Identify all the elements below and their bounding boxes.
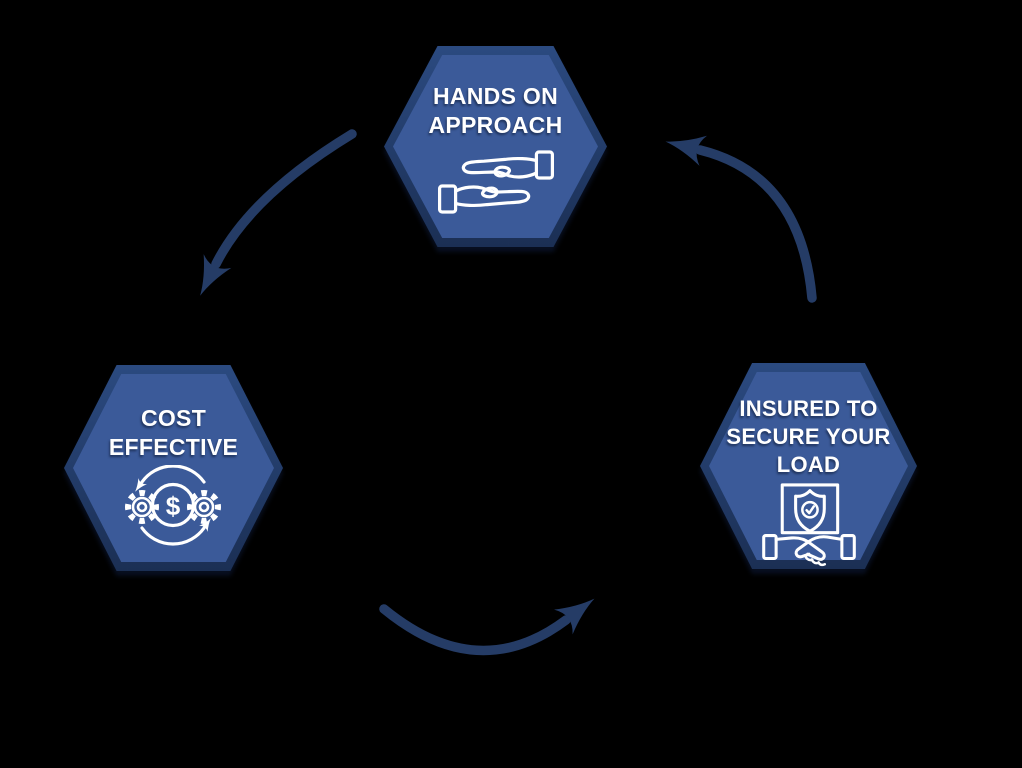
open-hand-bottom	[437, 184, 530, 214]
cycle-arc-top	[134, 465, 206, 492]
hexagon-fill	[73, 374, 274, 562]
arrow-left-to-right	[379, 598, 595, 656]
node-title: INSURED TO SECURE YOUR LOAD	[726, 395, 890, 479]
handshake-shield-icon	[761, 483, 856, 567]
node-title-line: HANDS ON	[432, 83, 559, 109]
node-title-line: LOAD	[776, 452, 841, 477]
hexagon-fill	[393, 55, 598, 238]
node-cost-effective: COST EFFECTIVE $	[64, 365, 283, 571]
hexagon-shape	[700, 363, 917, 569]
shield-check	[793, 489, 826, 533]
node-hands-on-approach: HANDS ON APPROACH	[384, 46, 607, 247]
node-insured-to-secure-your-load: INSURED TO SECURE YOUR LOAD	[700, 363, 917, 569]
gears-dollar-cycle-icon: $	[124, 465, 221, 546]
node-title: COST EFFECTIVE	[109, 404, 238, 462]
node-title-line: SECURE YOUR	[726, 424, 891, 449]
node-title-line: COST	[140, 405, 207, 431]
node-title-line: APPROACH	[428, 112, 563, 138]
arrow-right-to-top	[665, 135, 817, 303]
hands-exchange-icon	[437, 150, 554, 214]
handshake	[761, 534, 856, 567]
arrow-top-to-left	[200, 129, 357, 296]
node-title-line: EFFECTIVE	[108, 434, 239, 460]
gear-right	[186, 490, 221, 524]
dollar-symbol: $	[165, 491, 180, 521]
node-title-line: INSURED TO	[739, 396, 878, 421]
hexagon-shape	[64, 365, 283, 571]
dollar-circle	[150, 482, 195, 528]
gear-left	[124, 490, 159, 524]
cycle-arc-bottom	[139, 518, 211, 546]
node-title: HANDS ON APPROACH	[428, 82, 562, 140]
hexagon-shape	[384, 46, 607, 247]
hexagon-fill	[709, 372, 908, 560]
open-hand-top	[461, 150, 554, 180]
